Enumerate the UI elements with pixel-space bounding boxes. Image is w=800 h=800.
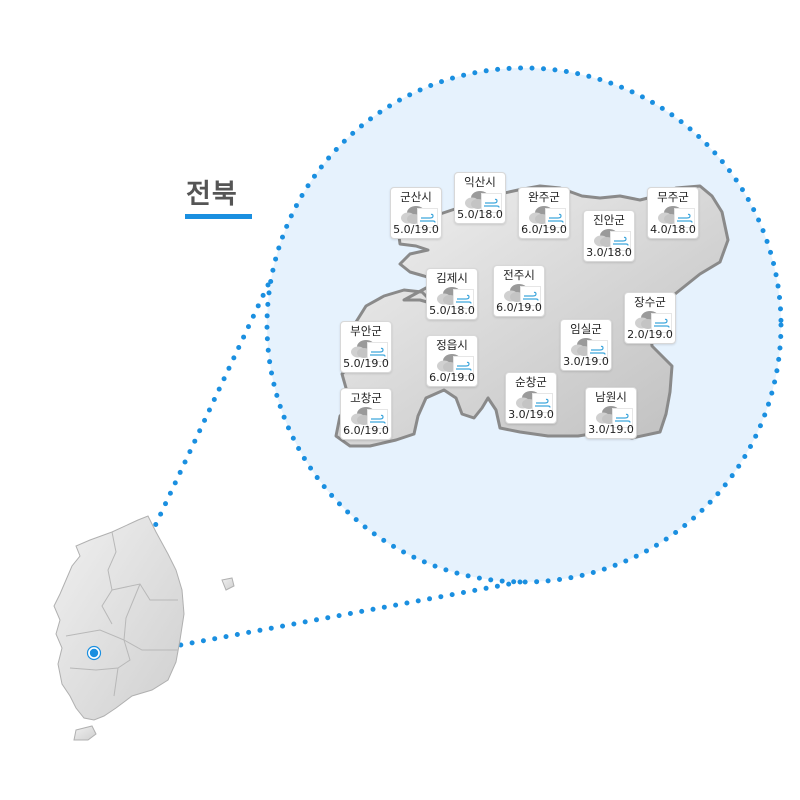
station-name: 부안군: [350, 324, 382, 338]
station-name: 장수군: [634, 295, 666, 309]
wind-icon: [677, 213, 693, 223]
station-name: 무주군: [657, 190, 689, 204]
wind-icon-box: [610, 231, 631, 251]
station-temperature: 3.0/19.0: [508, 408, 554, 421]
weather-station-card[interactable]: 순창군 3.0/19.0: [505, 372, 557, 424]
wind-icon-box: [481, 193, 502, 213]
weather-station-card[interactable]: 부안군 5.0/19.0: [340, 321, 392, 373]
wind-icon: [654, 318, 670, 328]
wind-icon: [370, 347, 386, 357]
station-name: 김제시: [436, 271, 468, 285]
wind-icon-box: [520, 286, 541, 306]
wind-icon-box: [453, 356, 474, 376]
location-marker: [86, 645, 102, 661]
wind-icon: [613, 236, 629, 246]
wind-icon: [456, 361, 472, 371]
weather-station-card[interactable]: 진안군 3.0/18.0: [583, 210, 635, 262]
weather-station-card[interactable]: 완주군 6.0/19.0: [518, 187, 570, 239]
wind-icon-box: [651, 313, 672, 333]
station-name: 익산시: [464, 175, 496, 189]
wind-icon: [548, 213, 564, 223]
weather-station-card[interactable]: 무주군 4.0/18.0: [647, 187, 699, 239]
station-temperature: 5.0/19.0: [343, 357, 389, 370]
wind-icon: [615, 413, 631, 423]
wind-icon-box: [612, 408, 633, 428]
wind-icon: [523, 291, 539, 301]
wind-icon: [370, 414, 386, 424]
station-temperature: 6.0/19.0: [496, 301, 542, 314]
station-temperature: 6.0/19.0: [343, 424, 389, 437]
weather-station-card[interactable]: 김제시 5.0/18.0: [426, 268, 478, 320]
wind-icon-box: [674, 208, 695, 228]
station-temperature: 2.0/19.0: [627, 328, 673, 341]
station-name: 전주시: [503, 268, 535, 282]
station-temperature: 5.0/19.0: [393, 223, 439, 236]
weather-station-card[interactable]: 정읍시 6.0/19.0: [426, 335, 478, 387]
wind-icon: [535, 398, 551, 408]
station-temperature: 4.0/18.0: [650, 223, 696, 236]
title-underline: [185, 214, 252, 219]
weather-station-card[interactable]: 군산시 5.0/19.0: [390, 187, 442, 239]
station-temperature: 3.0/18.0: [586, 246, 632, 259]
korea-overview-map: [53, 515, 235, 741]
station-name: 군산시: [400, 190, 432, 204]
wind-icon: [590, 345, 606, 355]
station-name: 순창군: [515, 375, 547, 389]
station-name: 고창군: [350, 391, 382, 405]
wind-icon-box: [587, 340, 608, 360]
station-name: 임실군: [570, 322, 602, 336]
weather-station-card[interactable]: 익산시 5.0/18.0: [454, 172, 506, 224]
station-temperature: 6.0/19.0: [429, 371, 475, 384]
weather-station-card[interactable]: 전주시 6.0/19.0: [493, 265, 545, 317]
station-name: 정읍시: [436, 338, 468, 352]
station-name: 진안군: [593, 213, 625, 227]
wind-icon-box: [367, 342, 388, 362]
wind-icon-box: [367, 409, 388, 429]
wind-icon-box: [453, 289, 474, 309]
weather-station-card[interactable]: 장수군 2.0/19.0: [624, 292, 676, 344]
wind-icon-box: [417, 208, 438, 228]
station-temperature: 3.0/19.0: [588, 423, 634, 436]
wind-icon-box: [532, 393, 553, 413]
wind-icon: [484, 198, 500, 208]
station-temperature: 3.0/19.0: [563, 355, 609, 368]
wind-icon: [420, 213, 436, 223]
station-temperature: 5.0/18.0: [457, 208, 503, 221]
weather-station-card[interactable]: 고창군 6.0/19.0: [340, 388, 392, 440]
wind-icon: [456, 294, 472, 304]
wind-icon-box: [545, 208, 566, 228]
weather-station-card[interactable]: 임실군 3.0/19.0: [560, 319, 612, 371]
weather-station-card[interactable]: 남원시 3.0/19.0: [585, 387, 637, 439]
region-title: 전북: [186, 179, 238, 210]
station-temperature: 5.0/18.0: [429, 304, 475, 317]
station-temperature: 6.0/19.0: [521, 223, 567, 236]
station-name: 완주군: [528, 190, 560, 204]
station-name: 남원시: [595, 390, 627, 404]
